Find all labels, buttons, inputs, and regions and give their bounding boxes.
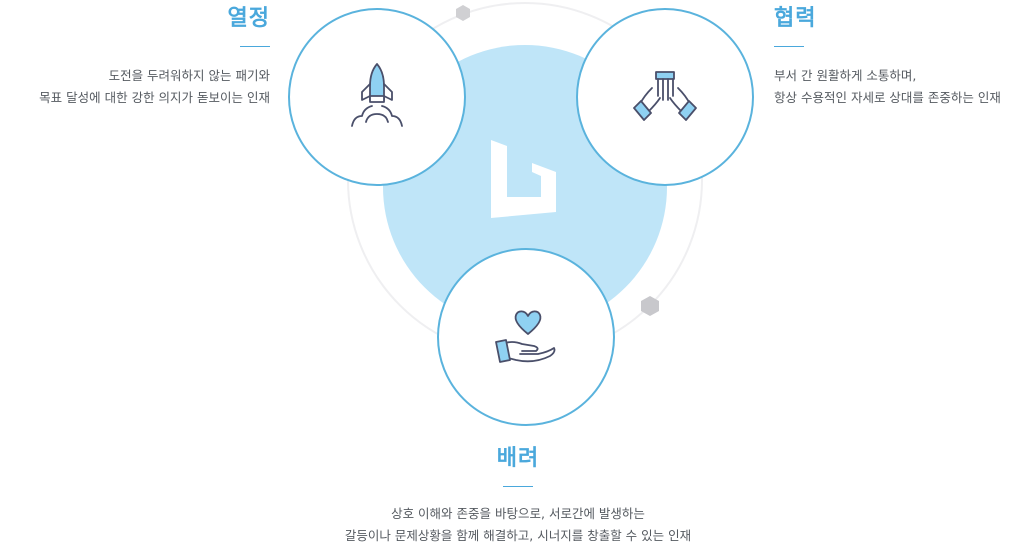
cooperation-circle	[576, 8, 754, 186]
title-underline	[774, 46, 804, 47]
hexagon-decoration	[641, 296, 659, 316]
cooperation-description: 부서 간 원활하게 소통하며, 항상 수용적인 자세로 상대를 존중하는 인재	[774, 65, 1001, 109]
title-underline	[503, 486, 533, 487]
description-line: 도전을 두려워하지 않는 패기와	[108, 68, 270, 83]
hexagon-decoration	[456, 5, 470, 21]
passion-block: 열정 도전을 두려워하지 않는 패기와 목표 달성에 대한 강한 의지가 돋보이…	[39, 4, 270, 109]
description-line: 갈등이나 문제상황을 함께 해결하고, 시너지를 창출할 수 있는 인재	[344, 528, 692, 543]
care-circle	[437, 248, 615, 426]
rocket-icon	[351, 63, 403, 127]
care-title: 배려	[496, 446, 540, 471]
title-underline	[240, 46, 270, 47]
description-line: 상호 이해와 존중을 바탕으로, 서로간에 발생하는	[391, 506, 645, 521]
passion-title: 열정	[227, 6, 270, 31]
description-line: 부서 간 원활하게 소통하며,	[774, 68, 917, 83]
care-description: 상호 이해와 존중을 바탕으로, 서로간에 발생하는 갈등이나 문제상황을 함께…	[0, 503, 1036, 547]
company-logo	[491, 140, 556, 218]
cooperation-title: 협력	[774, 6, 817, 31]
description-line: 목표 달성에 대한 강한 의지가 돋보이는 인재	[39, 90, 270, 105]
joined-hands-icon	[633, 71, 697, 121]
passion-description: 도전을 두려워하지 않는 패기와 목표 달성에 대한 강한 의지가 돋보이는 인…	[39, 65, 270, 109]
heart-in-hand-icon	[495, 310, 556, 363]
cooperation-block: 협력 부서 간 원활하게 소통하며, 항상 수용적인 자세로 상대를 존중하는 …	[774, 4, 1001, 109]
description-line: 항상 수용적인 자세로 상대를 존중하는 인재	[774, 90, 1001, 105]
care-block: 배려 상호 이해와 존중을 바탕으로, 서로간에 발생하는 갈등이나 문제상황을…	[0, 444, 1036, 547]
